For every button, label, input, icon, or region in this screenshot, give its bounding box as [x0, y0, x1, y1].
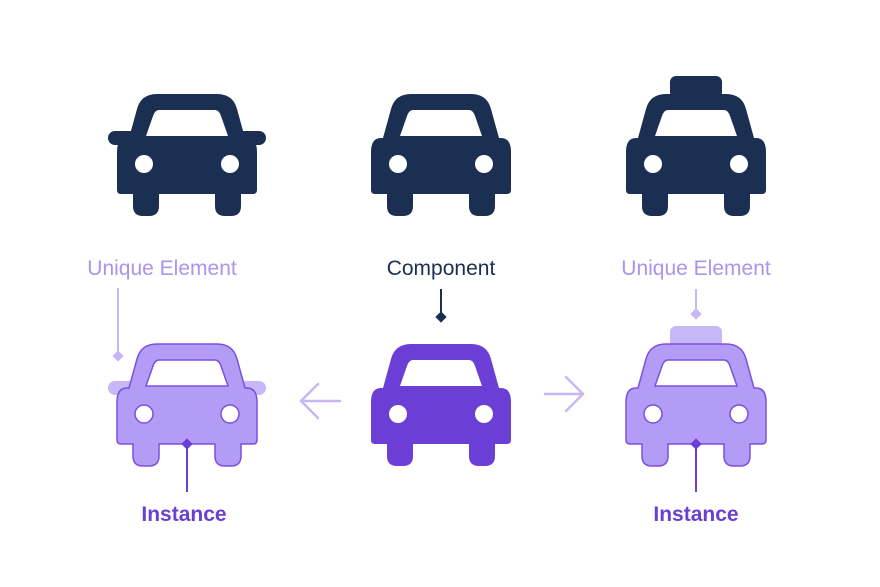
- connector-unique-left: [112, 288, 124, 362]
- unique-element-label-right: Unique Element: [621, 257, 771, 280]
- connector-instance-left: [181, 438, 193, 492]
- component-label: Component: [386, 257, 496, 280]
- arrow-left-icon: [299, 382, 342, 420]
- instance-label-right: Instance: [653, 503, 739, 526]
- taxi-icon: [626, 76, 766, 216]
- connector-unique-right: [690, 289, 702, 320]
- arrow-right-icon: [543, 375, 585, 413]
- taxi-instance-icon: [625, 326, 767, 467]
- instance-label-left: Instance: [141, 503, 227, 526]
- car-component-icon: [371, 344, 511, 466]
- car-icon: [371, 94, 511, 216]
- connector-instance-right: [690, 438, 702, 492]
- unique-element-label-left: Unique Element: [87, 257, 237, 280]
- car-instance-mirrors-icon: [108, 343, 266, 467]
- car-with-mirrors-icon: [108, 94, 266, 216]
- connector-component: [435, 289, 447, 323]
